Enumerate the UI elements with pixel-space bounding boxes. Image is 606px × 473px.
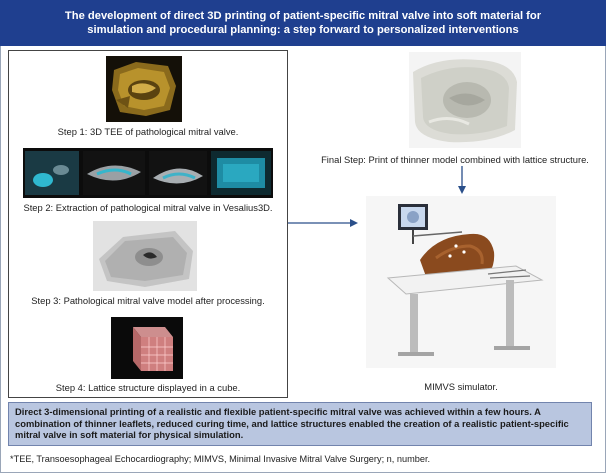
simulator-image (366, 196, 556, 368)
summary-box: Direct 3-dimensional printing of a reali… (8, 402, 592, 446)
step3-label: Step 3: Pathological mitral valve model … (31, 295, 265, 306)
arrow-right-icon (288, 219, 358, 227)
steps-panel: Step 1: 3D TEE of pathological mitral va… (8, 50, 288, 398)
figure-title: The development of direct 3D printing of… (64, 10, 542, 36)
final-print-image (409, 52, 521, 148)
footnote: *TEE, Transoesophageal Echocardiography;… (10, 454, 431, 464)
step4-label: Step 4: Lattice structure displayed in a… (55, 382, 241, 393)
step4-lattice-image (111, 317, 183, 379)
step1-tee-image (106, 56, 182, 122)
final-step-label: Final Step: Print of thinner model combi… (321, 154, 589, 165)
arrow-down-icon (458, 166, 466, 194)
step1-label: Step 1: 3D TEE of pathological mitral va… (57, 126, 239, 137)
title-bar: The development of direct 3D printing of… (0, 0, 606, 46)
step3-model-image (93, 221, 197, 291)
simulator-label: MIMVS simulator. (424, 381, 498, 392)
step2-extraction-image (23, 148, 273, 198)
step2-label: Step 2: Extraction of pathological mitra… (23, 202, 273, 213)
